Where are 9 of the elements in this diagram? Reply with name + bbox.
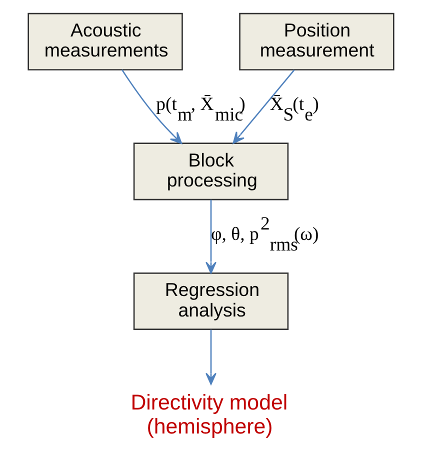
node-box: Regression analysis xyxy=(133,272,289,330)
arrow xyxy=(232,70,295,144)
node-box: Acoustic measurements xyxy=(28,12,183,70)
node-text: Directivity model (hemisphere) xyxy=(130,390,288,438)
arrow xyxy=(121,69,182,144)
arrow xyxy=(206,200,216,274)
node-box: Block processing xyxy=(133,142,289,200)
node-box: Position measurement xyxy=(239,12,394,70)
arrow xyxy=(206,330,216,385)
